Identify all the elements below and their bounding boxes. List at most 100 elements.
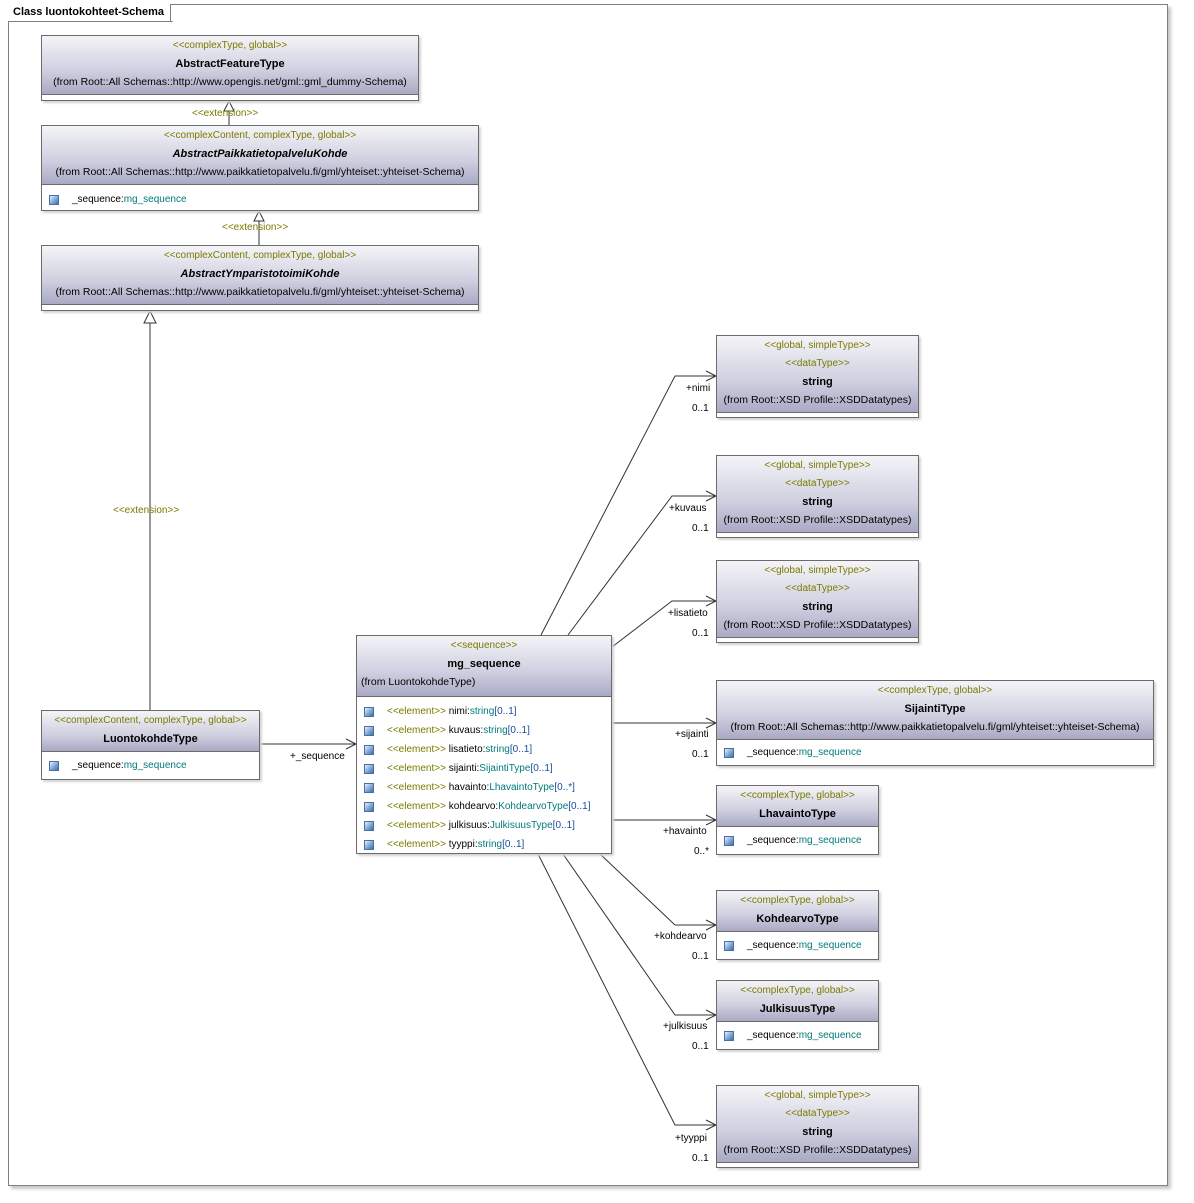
stereotype: <<complexType, global>> [740,985,855,996]
multiplicity-tyyppi: 0..1 [692,1153,709,1164]
sequence-element-row[interactable]: <<element>> kohdearvo:KohdearvoType[0..1… [357,797,611,816]
element-type: string [485,744,510,755]
class-julkisuus-type[interactable]: <<complexType, global>> JulkisuusType _s… [716,980,879,1050]
element-icon [364,802,374,812]
element-name: sijainti: [448,763,480,774]
sequence-element-row[interactable]: <<element>> lisatieto:string[0..1] [357,740,611,759]
sequence-element-row[interactable]: <<element>> havainto:LhavaintoType[0..*] [357,778,611,797]
class-string-kuvaus[interactable]: <<global, simpleType>> <<dataType>> stri… [716,455,919,538]
stereotype: <<complexType, global>> [740,790,855,801]
element-type: SijaintiType [479,763,531,774]
class-mg-sequence[interactable]: <<sequence>> mg_sequence (from Luontokoh… [356,635,612,854]
attributes-compartment [717,1163,918,1169]
class-name: AbstractPaikkatietopalveluKohde [172,148,348,160]
attribute-row[interactable]: _sequence:mg_sequence [717,936,878,955]
element-name: nimi: [448,706,470,717]
multiplicity-lisatieto: 0..1 [692,628,709,639]
class-luontokohde-type[interactable]: <<complexContent, complexType, global>> … [41,710,260,780]
element-name: lisatieto: [448,744,486,755]
class-abstract-feature-type[interactable]: <<complexType, global>> AbstractFeatureT… [41,35,419,101]
element-icon [364,840,374,850]
multiplicity-julkisuus: 0..1 [692,1041,709,1052]
sequence-element-row[interactable]: <<element>> julkisuus:JulkisuusType[0..1… [357,816,611,835]
class-abstract-ymparistotoimi-kohde[interactable]: <<complexContent, complexType, global>> … [41,245,479,311]
attributes-compartment [42,95,418,101]
class-name: SijaintiType [904,703,966,715]
role-label-julkisuus: +julkisuus [663,1021,708,1032]
class-name: string [802,601,833,613]
class-lhavainto-type[interactable]: <<complexType, global>> LhavaintoType _s… [716,785,879,855]
element-type: LhavaintoType [489,782,555,793]
class-string-lisatieto[interactable]: <<global, simpleType>> <<dataType>> stri… [716,560,919,643]
element-icon [364,745,374,755]
class-name: string [802,496,833,508]
attribute-row[interactable]: _sequence:mg_sequence [42,190,478,209]
attribute-icon [49,761,59,771]
attributes-compartment [717,533,918,539]
class-name: AbstractFeatureType [175,58,285,70]
class-name: LuontokohdeType [103,733,198,745]
sequence-element-row[interactable]: <<element>> nimi:string[0..1] [357,702,611,721]
stereotype: <<complexType, global>> [740,895,855,906]
element-icon [364,821,374,831]
extension-label: <<extension>> [192,108,259,119]
diagram-title: Class luontokohteet-Schema [8,4,171,22]
element-name: kohdearvo: [448,801,499,812]
stereotype: <<global, simpleType>> [764,1090,871,1101]
role-label-sequence: +_sequence [290,751,345,762]
element-type: string [469,706,495,717]
multiplicity-nimi: 0..1 [692,403,709,414]
stereotype-datatype: <<dataType>> [785,478,850,489]
class-name: AbstractYmparistotoimiKohde [180,268,340,280]
attribute-row[interactable]: _sequence:mg_sequence [42,756,259,775]
class-origin: (from Root::XSD Profile::XSDDatatypes) [723,514,912,526]
sequence-element-row[interactable]: <<element>> sijainti:SijaintiType[0..1] [357,759,611,778]
multiplicity-sijainti: 0..1 [692,749,709,760]
attribute-row[interactable]: _sequence:mg_sequence [717,831,878,850]
element-mult: [0..1] [568,801,591,812]
attribute-row[interactable]: _sequence:mg_sequence [717,1026,878,1045]
stereotype: <<complexContent, complexType, global>> [54,715,247,726]
element-st: <<element>> [387,744,446,755]
element-mult: [0..1] [509,744,533,755]
class-string-nimi[interactable]: <<global, simpleType>> <<dataType>> stri… [716,335,919,418]
attributes-compartment [42,305,478,311]
sequence-element-row[interactable]: <<element>> tyyppi:string[0..1] [357,835,611,854]
class-abstract-paikkatietopalvelu-kohde[interactable]: <<complexContent, complexType, global>> … [41,125,479,211]
stereotype-datatype: <<dataType>> [785,1108,850,1119]
element-icon [364,783,374,793]
attribute-icon [724,748,734,758]
attributes-compartment: <<element>> nimi:string[0..1]<<element>>… [357,697,611,854]
stereotype: <<global, simpleType>> [764,340,871,351]
element-name: kuvaus: [448,725,484,736]
stereotype: <<complexType, global>> [172,40,288,51]
element-type: KohdearvoType [498,801,569,812]
class-name: JulkisuusType [759,1003,836,1015]
class-origin: (from Root::All Schemas::http://www.paik… [730,721,1140,733]
element-name: tyyppi: [448,839,478,850]
element-icon [364,764,374,774]
element-st: <<element>> [387,801,446,812]
attribute-row[interactable]: _sequence:mg_sequence [717,743,1153,762]
generalization-arrowhead [143,309,157,324]
class-sijainti-type[interactable]: <<complexType, global>> SijaintiType (fr… [716,680,1154,766]
association-line [611,600,715,648]
role-label-kuvaus: +kuvaus [669,503,707,514]
element-st: <<element>> [387,706,446,717]
association-line [537,853,715,1126]
class-name: string [802,1126,833,1138]
association-line [567,495,715,636]
class-string-tyyppi[interactable]: <<global, simpleType>> <<dataType>> stri… [716,1085,919,1168]
class-origin: (from Root::XSD Profile::XSDDatatypes) [723,394,912,406]
element-icon [364,707,374,717]
element-mult: [0..1] [530,763,553,774]
class-kohdearvo-type[interactable]: <<complexType, global>> KohdearvoType _s… [716,890,879,960]
class-name: string [802,376,833,388]
element-type: string [483,725,508,736]
sequence-element-row[interactable]: <<element>> kuvaus:string[0..1] [357,721,611,740]
element-st: <<element>> [387,839,446,850]
role-label-nimi: +nimi [686,383,711,394]
class-origin: (from Root::All Schemas::http://www.paik… [55,286,465,298]
element-name: havainto: [448,782,490,793]
stereotype-datatype: <<dataType>> [785,583,850,594]
